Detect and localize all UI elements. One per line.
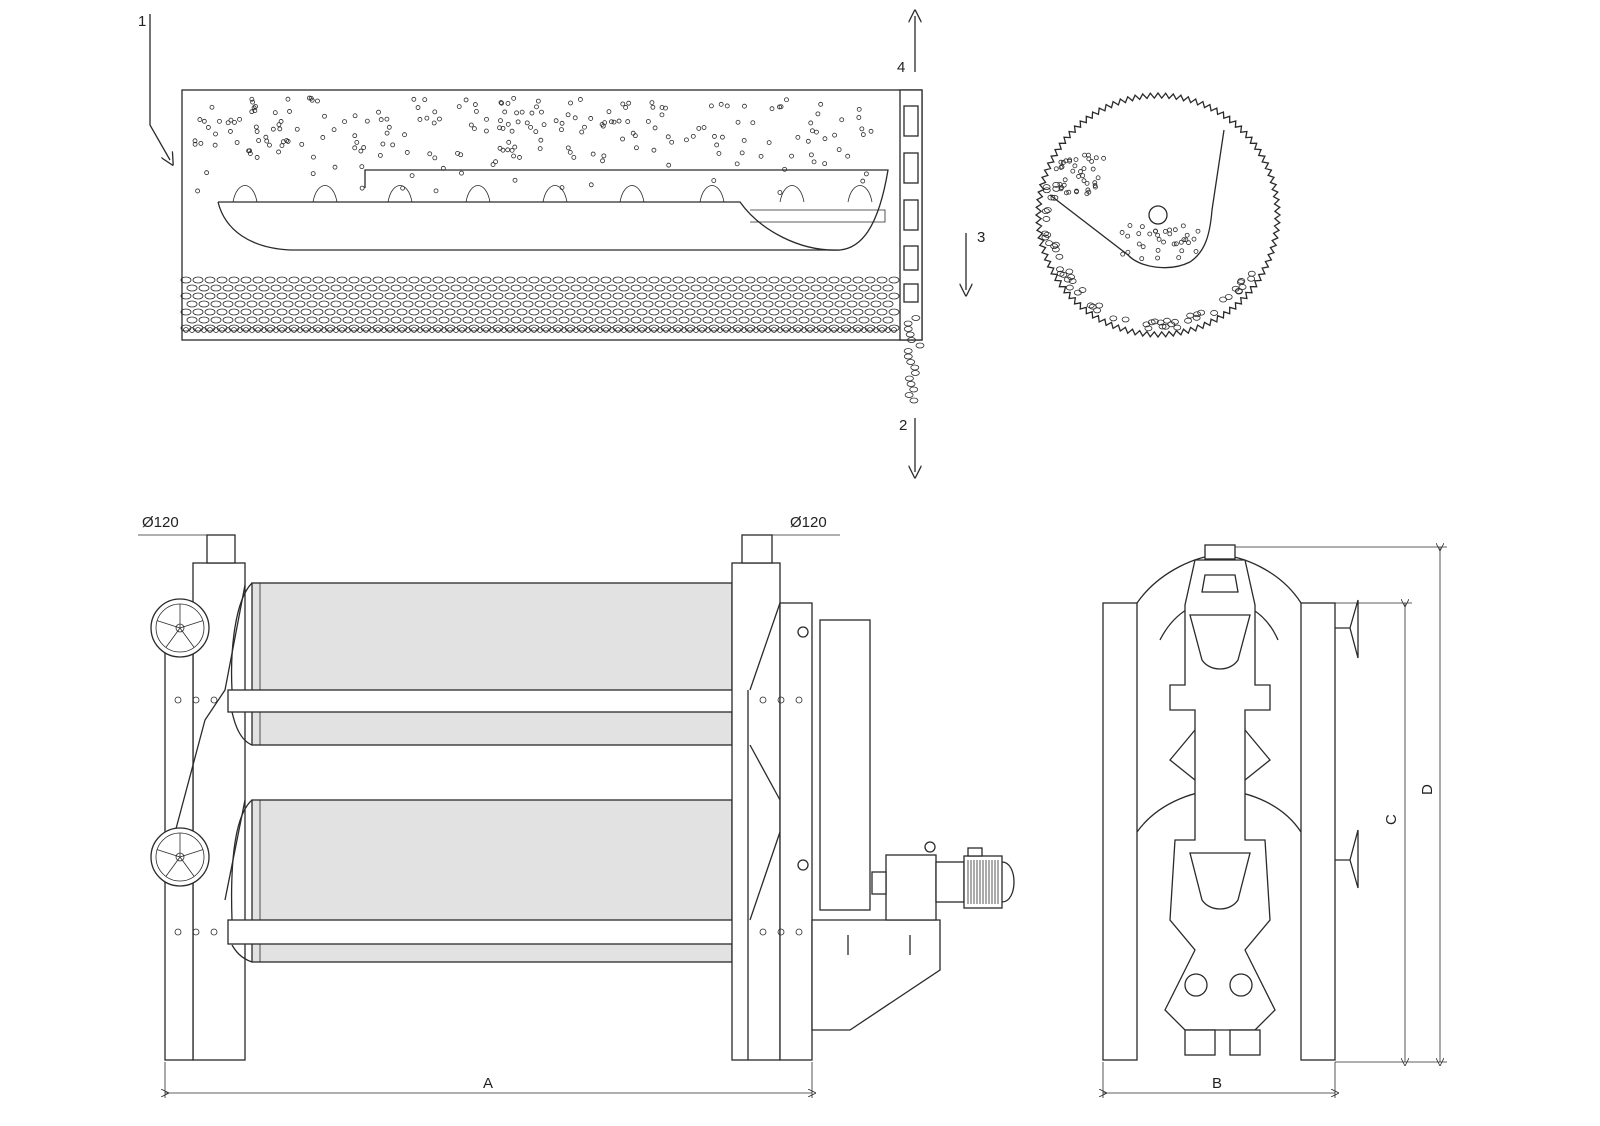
label-outlet-bottom: 2: [899, 417, 907, 434]
front-view: Ø120 Ø120 A: [138, 514, 1015, 1098]
auger-flights: [232, 185, 873, 203]
handwheel-lower-icon: [150, 827, 210, 887]
handwheel-side-lower-icon: [1335, 829, 1359, 889]
shaft: [1148, 205, 1168, 225]
trough: [217, 201, 840, 251]
shaft-upper: [227, 689, 751, 713]
motor-bracket: [811, 919, 941, 1031]
auger-shaft: [750, 209, 886, 223]
grain-layer: [180, 276, 900, 333]
dim-diameter-left: Ø120: [142, 514, 179, 531]
dim-diameter-right: Ø120: [790, 514, 827, 531]
cross-section: [1034, 91, 1282, 339]
gearbox: [885, 854, 937, 921]
side-post-left: [1102, 602, 1138, 1061]
falling-grains: [903, 315, 925, 404]
label-inlet: 1: [138, 13, 146, 30]
inlet-pipe-right: [741, 534, 773, 564]
handwheel-upper-icon: [150, 598, 210, 658]
handwheel-side-upper-icon: [1335, 599, 1359, 659]
shaft-lower: [227, 919, 751, 945]
dim-c: C: [1383, 814, 1400, 825]
inlet-arrow-icon: [149, 14, 170, 160]
seed-particles: [192, 95, 874, 195]
trough-section: [1049, 129, 1225, 269]
bolt-holes: [174, 696, 803, 936]
dim-d: D: [1419, 784, 1436, 795]
side-frame: [1164, 559, 1276, 1031]
side-view: B C D: [1103, 545, 1447, 1098]
indented-cylinder: [1034, 91, 1282, 339]
seed-particles: [1041, 152, 1256, 332]
belt-guard: [819, 619, 871, 911]
right-post: [731, 562, 781, 1061]
dim-a: A: [483, 1075, 493, 1092]
side-post-right: [1300, 602, 1336, 1061]
roll-upper: [251, 582, 733, 746]
label-outlet-side: 3: [977, 229, 985, 246]
dim-b: B: [1212, 1075, 1222, 1092]
screen-slots: [899, 89, 923, 341]
label-outlet-top: 4: [897, 59, 905, 76]
section-view: 1 4 3 2: [138, 13, 985, 472]
inlet-pipe-left: [206, 534, 236, 564]
